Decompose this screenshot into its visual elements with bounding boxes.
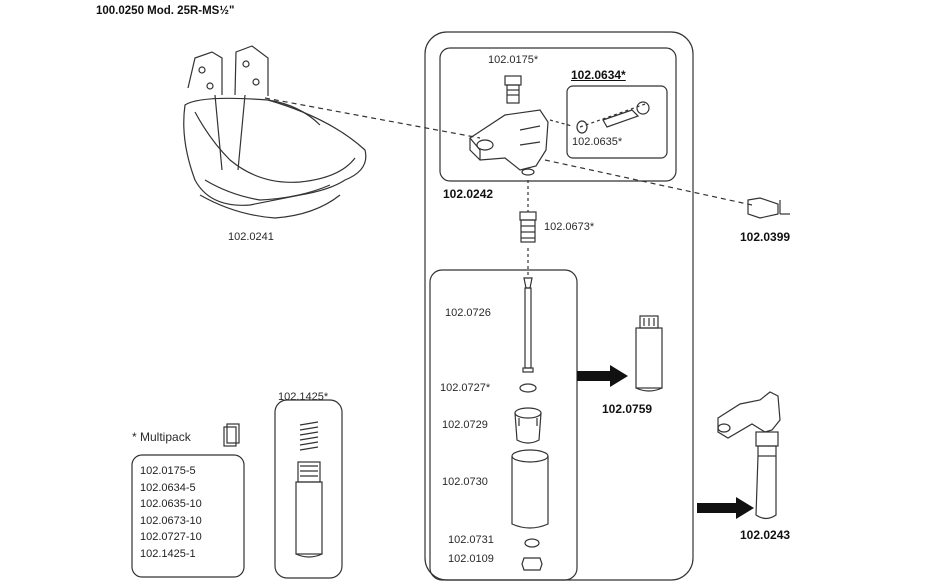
label-valve-kit: 102.0634* [571,68,626,82]
multipack-icon [223,423,240,447]
multipack-item: 102.0727-10 [140,531,202,544]
plug-connection-line [544,159,753,206]
valve-kit-frame [566,85,668,159]
multipack-item: 102.1425-1 [140,547,196,560]
ring-part [524,538,540,548]
main-frame [424,31,694,581]
label-assembly-tube: 102.0759 [602,402,653,416]
inner-parts-frame [429,269,578,581]
screw-axis-line [549,119,573,127]
multipack-item: 102.0673-10 [140,514,202,527]
arrow-to-assembly-tube [577,365,628,387]
assembly-tube-part [635,315,663,392]
multipack-frame [131,454,245,578]
multipack-item: 102.0635-10 [140,498,202,511]
label-ring: 102.0731 [448,534,494,546]
drinking-bowl [183,45,367,219]
valve-body-part [469,109,549,176]
label-plug: 102.0399 [740,230,791,244]
label-valve-body: 102.0242 [443,187,494,201]
multipack-item: 102.0175-5 [140,465,196,477]
label-nut: 102.0109 [448,553,494,565]
label-bowl: 102.0241 [228,231,274,243]
arrow-to-full-assembly [697,497,754,519]
label-screw: 102.0635* [572,136,623,148]
washer-part [519,383,537,393]
label-pin: 102.0726 [445,307,491,319]
label-full-assembly: 102.0243 [740,528,791,542]
label-tube: 102.0730 [442,476,488,488]
page-title: 100.0250 Mod. 25R-MS½" [96,5,235,17]
sleeve-part [514,407,542,444]
adapter-part [519,211,537,243]
plug-part [747,197,790,219]
bowl-connection-line [264,97,481,139]
label-adapter: 102.0673* [544,221,595,233]
multipack-heading: * Multipack [132,430,191,444]
valve-washer [576,120,588,134]
spring-kit-part [295,421,323,558]
multipack-item: 102.0634-5 [140,481,196,494]
spring-top-part [504,75,522,104]
valve-body-frame [439,47,677,182]
full-assembly-part [717,391,781,520]
label-spring-kit: 102.1425* [278,391,329,403]
label-spring-top: 102.0175* [488,54,539,66]
tube-part [511,449,549,529]
label-sleeve: 102.0729 [442,419,488,431]
pin-part [522,277,534,373]
label-washer: 102.0727* [440,382,491,394]
nut-part [521,557,543,571]
multipack-list: 102.0175-5 102.0634-5 102.0635-10 102.06… [140,463,202,563]
valve-screw [602,101,650,128]
spring-kit-frame [274,399,343,579]
